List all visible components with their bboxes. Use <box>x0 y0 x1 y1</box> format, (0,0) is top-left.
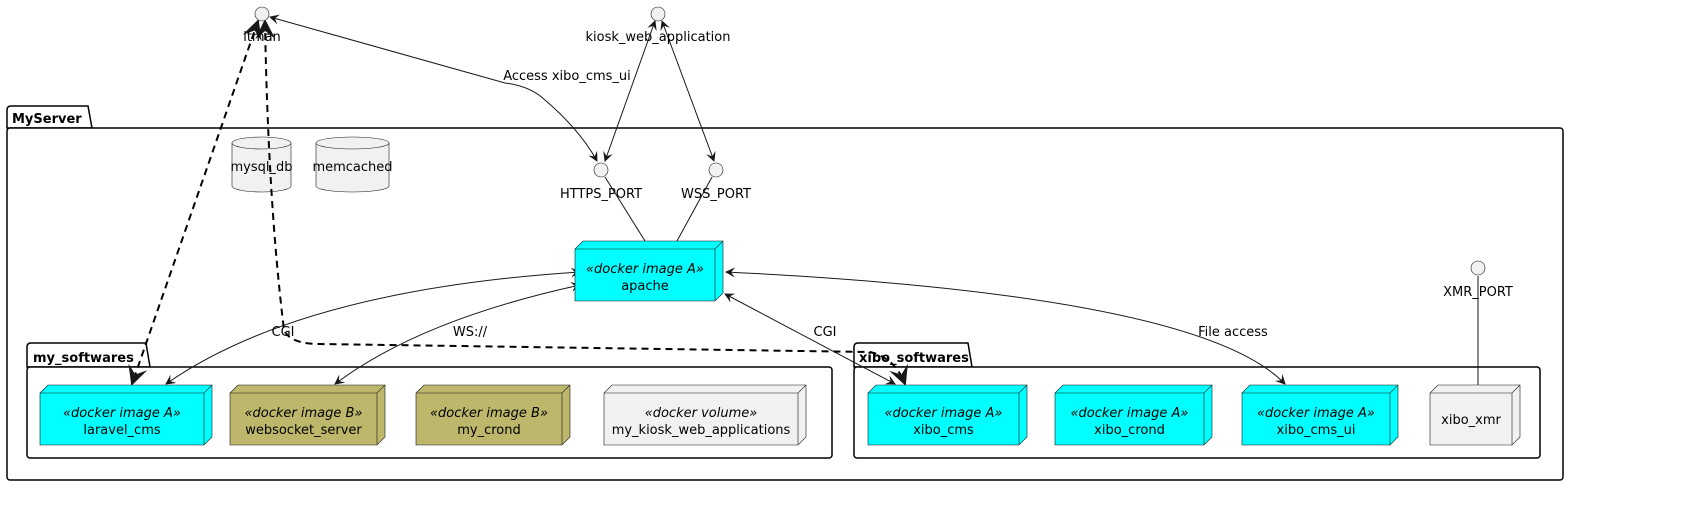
node-name: xibo_crond <box>1094 423 1165 438</box>
node-stereotype: «docker image B» <box>245 406 363 421</box>
node-name: laravel_cms <box>83 423 161 438</box>
node-websocket: «docker image B» websocket_server <box>229 384 386 446</box>
interface-kiosk-web-application: kiosk_web_application <box>586 6 731 45</box>
package-title: my_softwares <box>33 351 134 366</box>
node-name: xibo_xmr <box>1441 413 1501 428</box>
node-stereotype: «docker image A» <box>885 406 1003 421</box>
interface-itman: itman <box>243 6 281 45</box>
dashed-edges <box>128 19 908 386</box>
edge-label-ws: WS:// <box>453 325 488 340</box>
package-title: MyServer <box>12 112 82 127</box>
edge-label-file-access: File access <box>1198 325 1268 340</box>
node-my-crond: «docker image B» my_crond <box>415 384 571 446</box>
node-stereotype: «docker image A» <box>63 406 181 421</box>
node-stereotype: «docker volume» <box>645 406 758 421</box>
database-mysql-db: mysql_db <box>231 136 293 193</box>
interface-label: itman <box>243 30 281 45</box>
node-name: my_crond <box>457 423 521 438</box>
node-stereotype: «docker image A» <box>1071 406 1189 421</box>
node-name: websocket_server <box>245 423 362 438</box>
interface-https-port: HTTPS_PORT <box>560 162 642 202</box>
interface-label: XMR_PORT <box>1443 285 1513 300</box>
database-label: mysql_db <box>231 160 293 175</box>
interface-label: WSS_PORT <box>681 187 751 202</box>
interface-xmr-port: XMR_PORT <box>1443 260 1513 300</box>
node-apache: «docker image A» apache <box>574 240 724 302</box>
node-stereotype: «docker image A» <box>586 262 704 277</box>
edge-itman-xibo-cms <box>255 19 908 386</box>
node-name: apache <box>621 279 669 294</box>
node-name: xibo_cms <box>913 423 974 438</box>
node-stereotype: «docker image A» <box>1257 406 1375 421</box>
node-laravel: «docker image A» laravel_cms <box>39 384 213 446</box>
node-xibo-cms-ui: «docker image A» xibo_cms_ui <box>1241 384 1399 446</box>
database-memcached: memcached <box>312 136 393 193</box>
database-label: memcached <box>312 160 392 175</box>
node-xibo-cms: «docker image A» xibo_cms <box>867 384 1028 446</box>
edge-label-cgi: CGI <box>814 325 837 340</box>
interface-label: HTTPS_PORT <box>560 187 642 202</box>
interface-label: kiosk_web_application <box>586 30 731 45</box>
node-stereotype: «docker image B» <box>430 406 548 421</box>
node-name: my_kiosk_web_applications <box>612 423 791 438</box>
interface-wss-port: WSS_PORT <box>681 162 751 202</box>
edge-label-cgi: CGI <box>272 325 295 340</box>
edge-label-access: Access xibo_cms_ui <box>503 69 631 84</box>
edge-itman-laravel <box>128 19 262 386</box>
node-xibo-crond: «docker image A» xibo_crond <box>1054 384 1213 446</box>
node-xibo-xmr: xibo_xmr <box>1429 384 1521 446</box>
node-kiosk-vol: «docker volume» my_kiosk_web_applications <box>603 384 807 446</box>
node-name: xibo_cms_ui <box>1277 423 1356 438</box>
